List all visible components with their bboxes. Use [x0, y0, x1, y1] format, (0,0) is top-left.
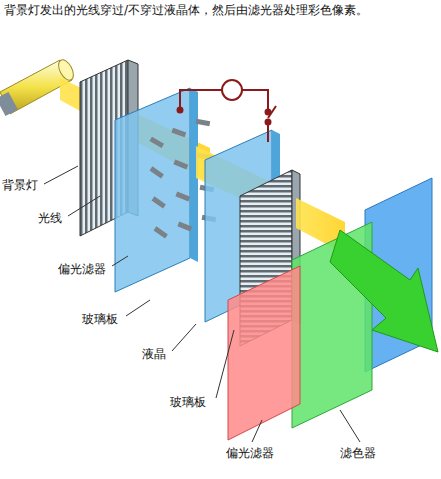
- part-label: 偏光滤器: [226, 446, 274, 460]
- part-label: 滤色器: [340, 446, 376, 460]
- part-label: 玻璃板: [170, 395, 206, 409]
- part-label: 背景灯: [2, 178, 38, 192]
- glass-plate: [115, 88, 190, 292]
- leader-line: [44, 166, 360, 442]
- part-label: 偏光滤器: [58, 262, 106, 276]
- output-arrow: [330, 230, 438, 352]
- title: 背景灯发出的光线穿过/不穿过液晶体，然后由滤光器处理彩色像素。: [4, 2, 434, 18]
- part-label: 液晶: [142, 347, 166, 361]
- part-label: 光线: [38, 211, 62, 225]
- circuit-wire: [178, 80, 277, 142]
- part-label: 玻璃板: [82, 312, 118, 326]
